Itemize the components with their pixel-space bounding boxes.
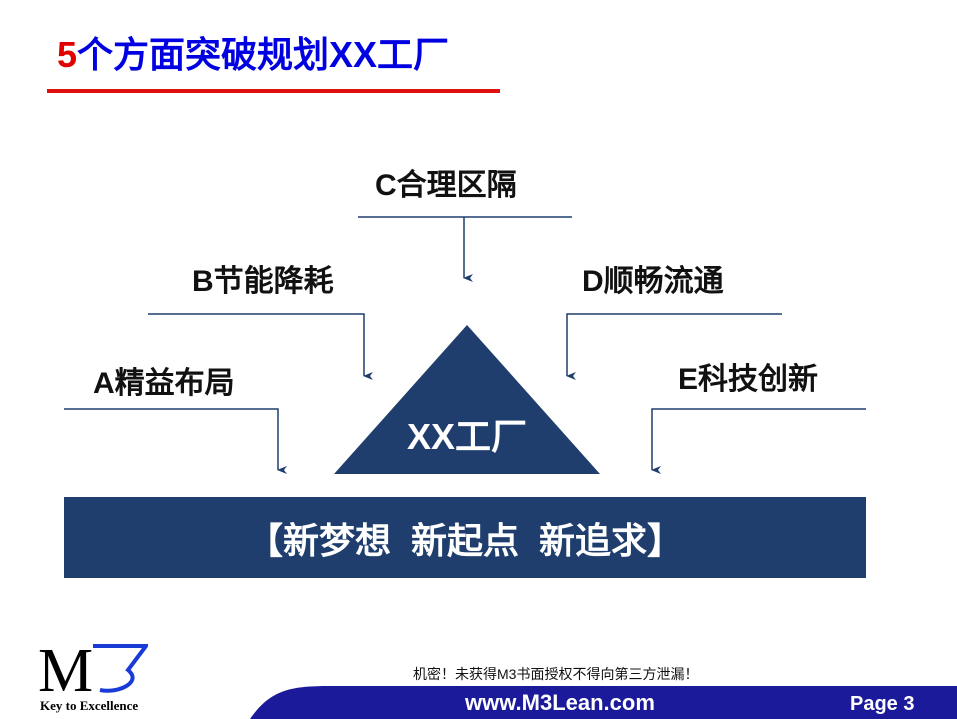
aspect-a-label: A精益布局 — [93, 367, 235, 400]
slogan-banner: 【新梦想 新起点 新追求】 — [64, 497, 866, 578]
connector-a — [64, 408, 287, 474]
factory-triangle — [334, 325, 600, 474]
connector-b — [148, 313, 373, 380]
logo-swoosh-icon — [93, 644, 148, 693]
aspect-b-label: B节能降耗 — [192, 265, 334, 298]
page-number: Page 3 — [850, 693, 915, 715]
footer-swoosh — [250, 686, 957, 719]
title-underline — [47, 89, 500, 93]
website-link[interactable]: www.M3Lean.com — [465, 690, 655, 715]
connector-d — [566, 313, 782, 380]
connector-e — [651, 408, 866, 474]
page-title: 5个方面突破规划XX工厂 — [57, 26, 449, 78]
aspect-c-label: C合理区隔 — [375, 169, 517, 202]
title-number: 5 — [57, 34, 78, 75]
center-label: XX工厂 — [406, 416, 528, 457]
aspect-d-label: D顺畅流通 — [582, 265, 724, 298]
logo-tagline: Key to Excellence — [40, 698, 139, 713]
title-text: 个方面突破规划XX工厂 — [77, 34, 450, 75]
m3-logo: M — [38, 640, 148, 702]
aspect-e-label: E科技创新 — [678, 363, 819, 396]
connector-c — [358, 216, 572, 278]
confidential-notice: 机密！未获得M3书面授权不得向第三方泄漏！ — [413, 666, 699, 682]
